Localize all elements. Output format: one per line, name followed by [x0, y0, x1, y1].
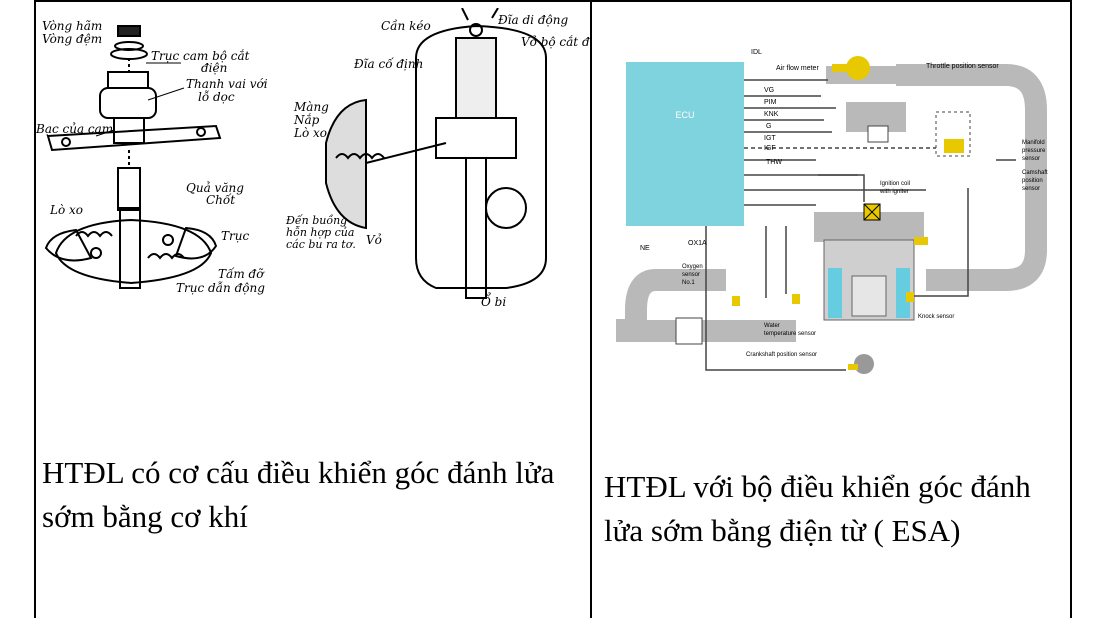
label-g: G	[766, 123, 771, 130]
label-knk: KNK	[764, 111, 779, 118]
label-oxygen-3: No.1	[682, 280, 695, 286]
right-caption-line-1: HTĐL với bộ điều khiển góc đánh	[604, 469, 1031, 504]
mechanical-advance-illustration: Vòng hãm Vòng đệm Trục cam bộ cắt điện T…	[36, 8, 590, 308]
esa-system-diagram: ECU	[616, 49, 1048, 374]
label-camshaft-2: position	[1022, 178, 1043, 184]
label-oxygen-1: Oxygen	[682, 264, 703, 270]
table-column-divider	[590, 0, 592, 618]
right-cell: ECU	[592, 0, 1070, 618]
label-crankshaft-sensor: Crankshaft position sensor	[746, 352, 817, 358]
label-vg: VG	[764, 87, 774, 94]
right-caption-line-2: lửa sớm bằng điện từ ( ESA)	[604, 513, 961, 548]
table-right-border	[1070, 0, 1072, 618]
label-nap: Nắp	[293, 112, 320, 127]
label-oxygen-2: sensor	[682, 272, 700, 278]
label-den-buong: Đến buồng	[285, 214, 347, 227]
label-water-2: temperature sensor	[764, 331, 816, 337]
label-bac-cua-cam: Bạc của cam	[36, 122, 113, 136]
label-truc-cam: Trục cam bộ cắt	[151, 48, 250, 63]
label-ne: NE	[640, 245, 650, 252]
label-chot: Chốt	[206, 192, 235, 207]
ecu-box	[626, 62, 744, 226]
left-caption-line-1: HTĐL có cơ cấu điều khiển góc đánh lửa	[42, 455, 555, 490]
label-qua-vang: Quả văng	[186, 181, 244, 195]
label-cac-bu: các bu ra tơ.	[286, 238, 356, 251]
label-ox1a: OX1A	[688, 240, 707, 247]
label-thanh-vai: Thanh vai với	[186, 77, 268, 91]
label-dia-co-dinh: Đĩa cố định	[353, 56, 423, 71]
ecu-label: ECU	[675, 110, 694, 120]
label-truc-dan-dong: Trục dẫn động	[176, 280, 265, 295]
left-cell: Vòng hãm Vòng đệm Trục cam bộ cắt điện T…	[36, 0, 590, 618]
label-o-bi: Ổ bi	[481, 291, 506, 308]
table-left-border	[34, 0, 36, 618]
label-ignition-2: with igniter	[879, 189, 909, 195]
label-water-1: Water	[764, 323, 780, 329]
label-manifold-1: Manifold	[1022, 140, 1045, 146]
label-tam-do: Tấm đỡ	[218, 266, 265, 281]
label-lo-xo: Lò xo	[49, 203, 83, 217]
label-throttle-sensor: Throttle position sensor	[926, 63, 999, 70]
label-lo-xo-2: Lò xo	[293, 126, 327, 140]
label-idl: IDL	[751, 49, 762, 56]
label-thw: THW	[766, 159, 782, 166]
label-mang: Màng	[293, 100, 329, 114]
label-truc-cam-2: điện	[201, 61, 227, 75]
label-manifold-3: sensor	[1022, 156, 1040, 162]
label-dia-di-dong: Đĩa di động	[497, 13, 568, 27]
label-can-keo: Cần kéo	[381, 18, 431, 33]
label-igf: IGF	[764, 145, 776, 152]
left-caption-line-2: sớm bằng cơ khí	[42, 499, 248, 534]
label-vong-dem: Vòng đệm	[42, 32, 102, 46]
label-air-flow-meter: Air flow meter	[776, 65, 819, 72]
label-hon-hop: hỗn hợp của	[286, 226, 354, 239]
label-ignition-1: Ignition coil	[880, 181, 910, 187]
label-vong-ham: Vòng hãm	[42, 19, 102, 33]
table-top-border	[34, 0, 1072, 2]
label-manifold-2: pressure	[1022, 148, 1046, 154]
label-vo-bo-cat-dien: Vỏ bộ cắt điện	[521, 34, 590, 49]
label-vo: Vỏ	[366, 233, 382, 247]
label-igt: IGT	[764, 135, 776, 142]
label-pim: PIM	[764, 99, 777, 106]
label-camshaft-1: Camshaft	[1022, 170, 1048, 176]
label-lo-doc: lỗ dọc	[198, 89, 235, 104]
label-truc: Trục	[221, 229, 249, 243]
label-camshaft-3: sensor	[1022, 186, 1040, 192]
label-knock-sensor: Knock sensor	[918, 314, 954, 320]
